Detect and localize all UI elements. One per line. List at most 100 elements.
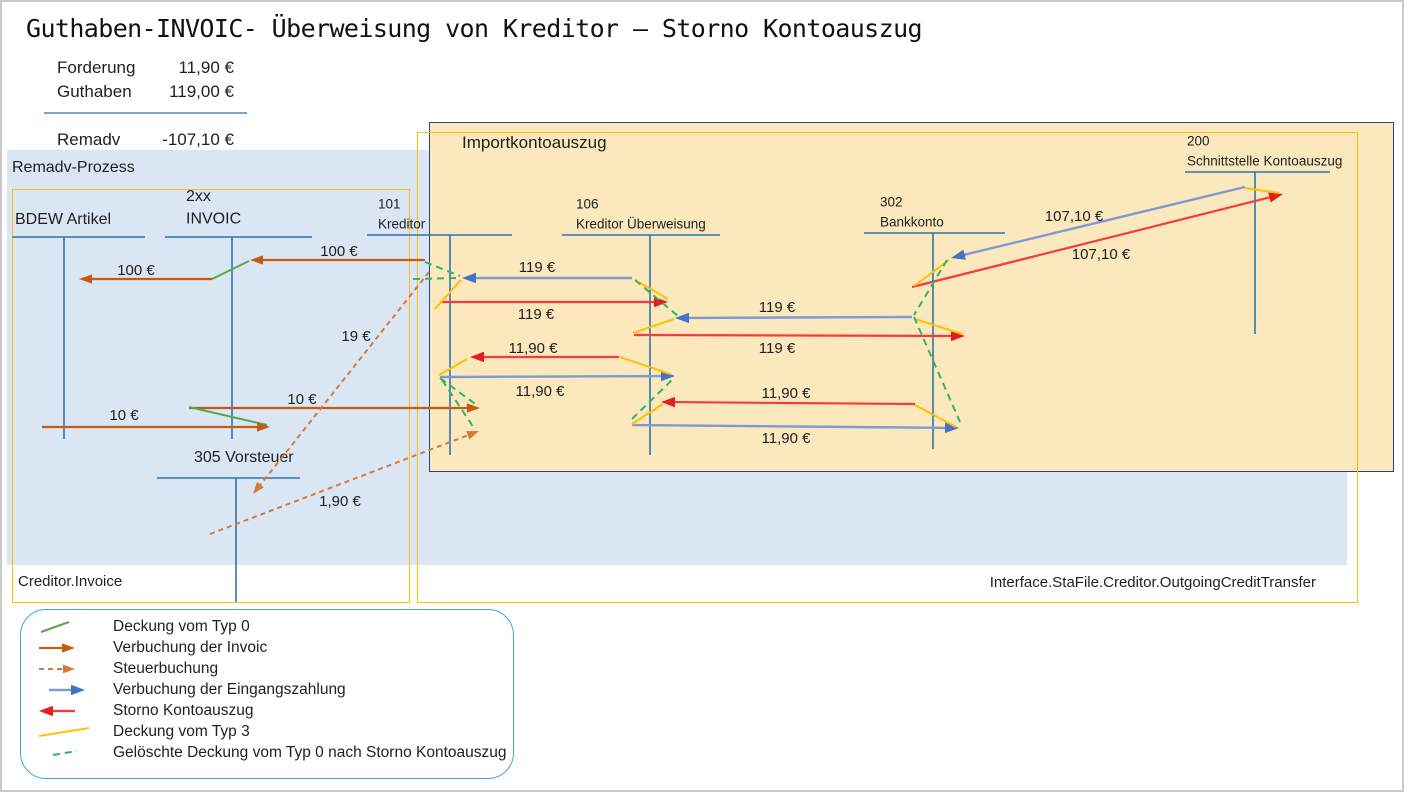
summary-row-value: 119,00 € [169, 82, 234, 101]
cover3-flow-line [434, 279, 462, 310]
legend-item: Verbuchung der Invoic [29, 637, 513, 658]
payment-flow-line [631, 423, 949, 430]
creditor-invoice-frame [12, 189, 410, 603]
cover3-flow-line [631, 403, 664, 425]
summary-total-label: Remadv [57, 130, 121, 149]
legend-sample-payment [49, 684, 85, 695]
account-vorsteuer: 305 Vorsteuer [157, 449, 300, 602]
account-label: Kreditor [378, 217, 426, 232]
payment-arrowhead [951, 249, 966, 260]
deleted-flow-line [913, 259, 948, 316]
flow-amount-label: 100 € [320, 243, 358, 260]
account-label: 302 [880, 195, 903, 210]
legend-item-label: Steuerbuchung [113, 659, 219, 677]
storno-arrowhead [470, 351, 484, 363]
deleted-flow-line [424, 261, 461, 277]
storno-arrowhead [39, 705, 53, 716]
deleted-flow-line-sample [52, 749, 78, 756]
cover0-flow-line-sample [40, 620, 70, 633]
legend-item: Gelöschte Deckung vom Typ 0 nach Storno … [29, 742, 513, 763]
cover3-flow-line-sample [38, 726, 90, 737]
payment-arrowhead [462, 272, 476, 284]
account-label: Schnittstelle Kontoauszug [1187, 154, 1342, 169]
payment-arrowhead [675, 312, 690, 324]
storno-arrowhead [661, 396, 676, 408]
payment-arrowhead [944, 422, 959, 434]
legend-item-label: Deckung vom Typ 0 [113, 617, 250, 635]
cover0-flow-line [211, 260, 250, 280]
flow-amount-label: 11,90 € [509, 340, 559, 357]
summary-row-value: 11,90 € [178, 58, 234, 77]
cover3-flow-line [619, 356, 671, 375]
summary-total-value: -107,10 € [162, 130, 234, 149]
storno-flow-line [911, 195, 1273, 289]
payment-flow-line [961, 185, 1246, 257]
legend-item-label: Verbuchung der Eingangszahlung [113, 680, 346, 698]
summary-divider [44, 112, 247, 114]
tax-arrowhead [63, 664, 75, 673]
legend-item: Storno Kontoauszug [29, 700, 513, 721]
cover0-flow-line [188, 406, 268, 426]
legend-item: Steuerbuchung [29, 658, 513, 679]
interface-stafile-frame [417, 132, 1358, 603]
cover3-flow-line [914, 318, 963, 335]
legend-item: Deckung vom Typ 3 [29, 721, 513, 742]
account-label: BDEW Artikel [15, 211, 111, 228]
cover3-flow-line [632, 318, 675, 334]
invoice-arrowhead [79, 274, 92, 284]
flow-amount-label: 119 € [759, 299, 796, 316]
flow-amount-label: 119 € [759, 340, 796, 357]
legend-item: Verbuchung der Eingangszahlung [29, 679, 513, 700]
flow-amount-label: 100 € [117, 262, 155, 279]
legend-item: Deckung vom Typ 0 [29, 616, 513, 637]
payment-flow-line [685, 315, 913, 320]
flow-amount-label: 119 € [518, 306, 555, 323]
tax-flow-line [257, 271, 430, 488]
deleted-flow-line [634, 279, 679, 317]
page-title: Guthaben-INVOIC- Überweisung von Kredito… [26, 14, 923, 43]
account-label: INVOIC [186, 211, 241, 228]
payment-flow-line [439, 374, 665, 379]
legend-item-label: Deckung vom Typ 3 [113, 722, 250, 740]
flow-amount-label: 19 € [341, 328, 371, 345]
flow-amount-label: 107,10 € [1045, 208, 1104, 225]
legend-sample-cover3 [38, 726, 90, 737]
storno-flow-line [633, 333, 955, 338]
payment-arrowhead [71, 684, 85, 695]
payment-arrowhead [660, 370, 675, 382]
flow-amount-label: 11,90 € [762, 430, 812, 447]
cover3-flow-line [1244, 187, 1280, 194]
deleted-flow-line [441, 379, 475, 429]
account-label: 200 [1187, 134, 1210, 149]
invoice-arrowhead [467, 403, 480, 413]
flow-amount-label: 11,90 € [762, 385, 812, 402]
legend-sample-deleted [52, 749, 78, 756]
storno-arrowhead [1268, 192, 1283, 203]
account-label: Bankkonto [880, 215, 944, 230]
creditor-invoice-footer: Creditor.Invoice [18, 573, 123, 590]
legend-sample-storno [39, 705, 75, 716]
remadv-region-title: Remadv-Prozess [12, 159, 135, 176]
invoice-arrowhead [257, 422, 270, 432]
legend-item-label: Verbuchung der Invoic [113, 638, 268, 656]
flow-amount-label: 10 € [109, 407, 139, 424]
deleted-flow-line [412, 277, 459, 280]
legend-sample-invoice [39, 642, 75, 653]
flow-amount-label: 1,90 € [319, 493, 361, 510]
legend-item-label: Storno Kontoauszug [113, 701, 254, 719]
deleted-flow-line [439, 377, 479, 407]
importkontoauszug-region [429, 122, 1394, 472]
deleted-flow-line [631, 377, 675, 420]
import-region-title: Importkontoauszug [462, 133, 607, 152]
account-label: 101 [378, 197, 401, 212]
cover3-flow-line [913, 259, 950, 287]
account-bdew-artikel: BDEW Artikel [12, 211, 145, 439]
account-label: 106 [576, 197, 599, 212]
cover3-flow-line [438, 358, 468, 376]
